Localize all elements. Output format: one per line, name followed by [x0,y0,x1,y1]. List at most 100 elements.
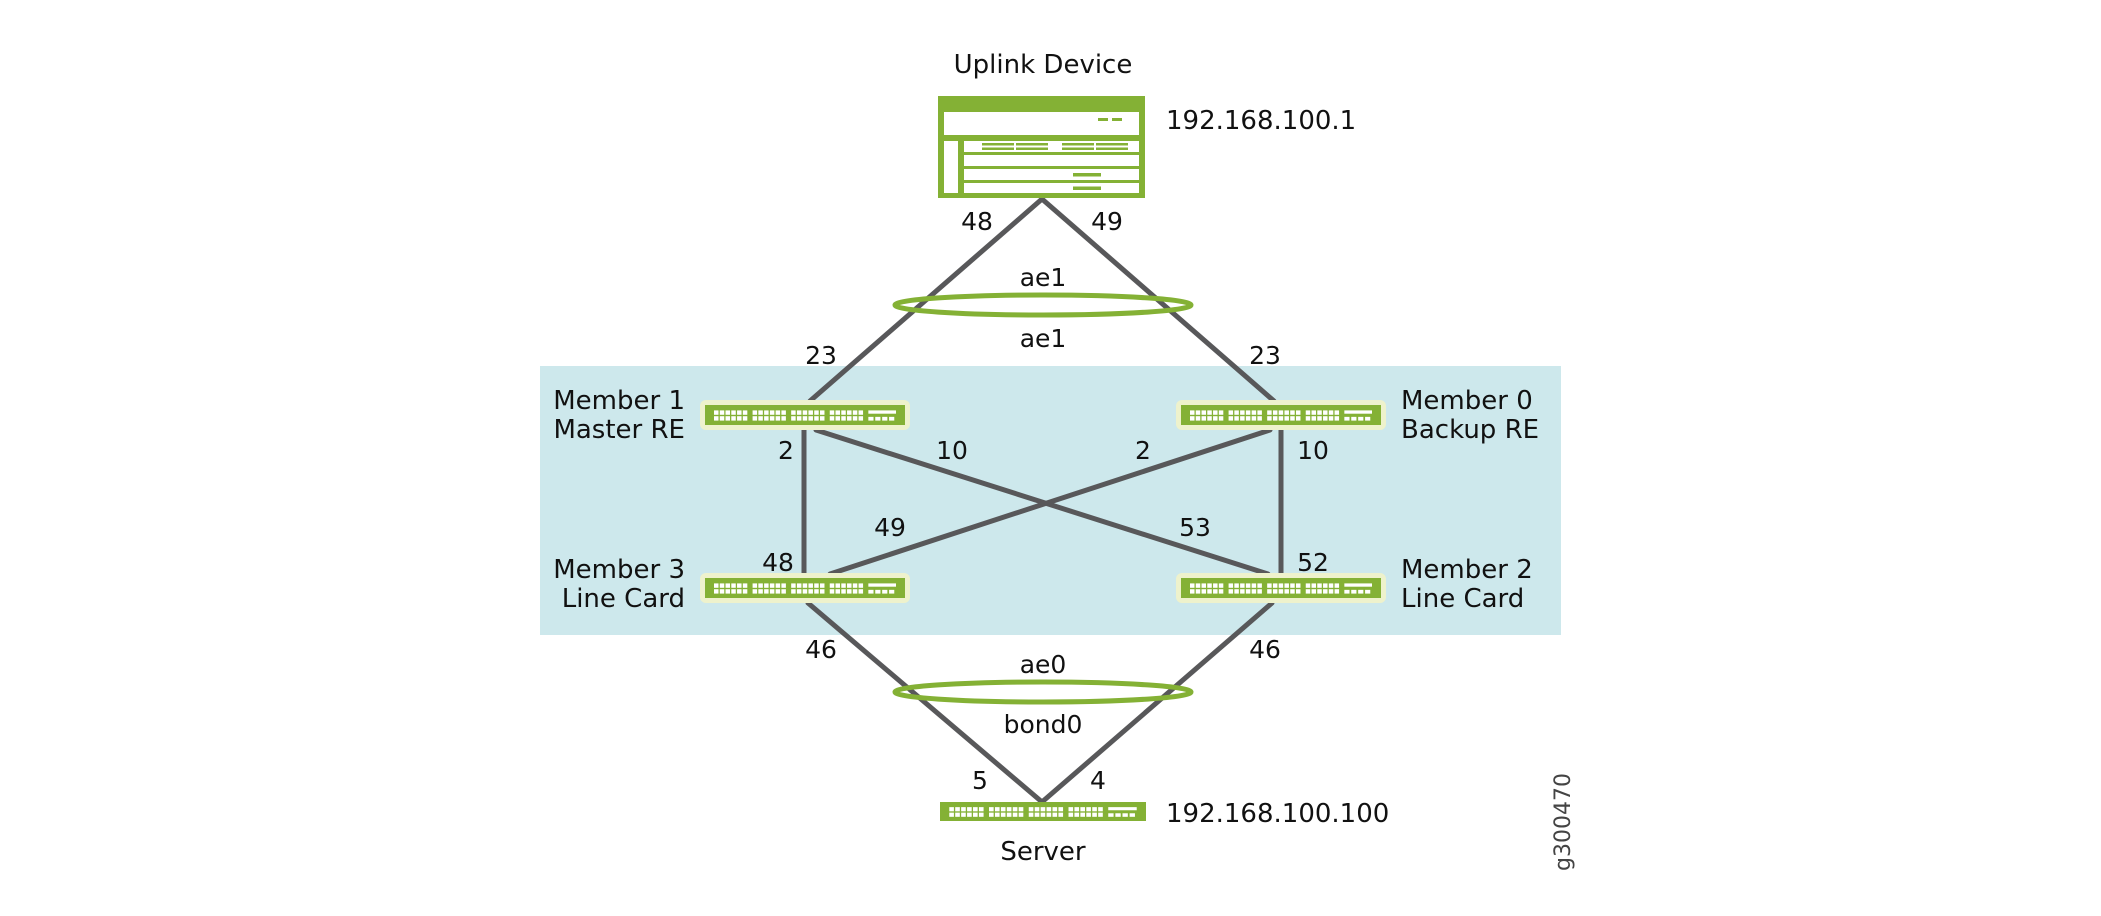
uplink-port-right: 49 [1091,207,1123,236]
member-1-switch-icon[interactable] [700,400,910,430]
port-icon [1278,589,1284,594]
m3-role: Line Card [562,584,685,614]
port-icon [814,416,819,421]
mgmt-port-icon [1365,416,1371,421]
port-icon [1305,416,1311,421]
port-icon [808,416,813,421]
port-icon [1305,410,1311,415]
mgmt-port-icon [1358,589,1364,594]
port-icon [989,812,994,817]
port-icon [752,589,758,594]
port-icon [819,410,825,415]
port-icon [1267,583,1272,588]
mgmt-port-icon [875,416,881,421]
port-icon [1046,812,1052,817]
m2-name: Member 2 [1401,555,1533,585]
port-icon [841,583,846,588]
port-icon [1040,807,1046,812]
port-icon [808,589,813,594]
mgmt-port-icon [1351,416,1357,421]
port-icon [961,807,966,812]
port-icon [967,812,972,817]
port-icon [1295,589,1301,594]
port-icon [1098,812,1103,817]
port-icon [1000,812,1006,817]
port-icon [858,589,864,594]
port-icon [775,583,781,588]
port-icon [725,410,731,415]
lag-top-label-above: ae1 [1020,263,1067,292]
server-icon[interactable] [940,802,1146,821]
m1-port-cross: 10 [936,436,968,465]
mgmt-port-icon [889,589,895,594]
port-icon [1245,583,1251,588]
port-icon [1278,416,1284,421]
port-icon [796,410,802,415]
port-icon [852,589,858,594]
port-icon [737,589,742,594]
port-icon [1234,589,1239,594]
port-icon [1267,589,1272,594]
port-icon [1201,410,1207,415]
port-icon [1190,583,1195,588]
port-icon [841,589,846,594]
lag-bottom-label-above: ae0 [1020,650,1067,679]
member-2-switch-icon[interactable] [1176,573,1386,603]
port-icon [852,410,858,415]
port-icon [1295,416,1301,421]
uplink-device-icon[interactable] [938,96,1145,198]
port-icon [1086,807,1091,812]
port-icon [1018,807,1024,812]
port-icon [1278,583,1284,588]
port-icon [752,583,758,588]
port-icon [742,583,748,588]
member-0-switch-icon[interactable] [1176,400,1386,430]
port-icon [752,416,758,421]
port-icon [978,812,984,817]
port-icon [835,583,841,588]
port-icon [1234,410,1239,415]
port-icon [847,416,852,421]
member-3-switch-icon[interactable] [700,573,910,603]
port-icon [852,583,858,588]
port-icon [1311,583,1317,588]
port-icon [731,589,736,594]
port-icon [731,410,736,415]
port-icon [819,416,825,421]
port-icon [1195,410,1201,415]
mgmt-port-icon [1351,589,1357,594]
port-icon [758,583,763,588]
port-icon [1018,812,1024,817]
port-icon [1240,583,1245,588]
port-icon [847,589,852,594]
mgmt-port-icon [1344,589,1350,594]
port-icon [1213,416,1218,421]
port-icon [1267,416,1272,421]
port-icon [1000,807,1006,812]
port-icon [742,589,748,594]
mgmt-port-icon [1358,416,1364,421]
port-icon [1228,416,1234,421]
port-icon [802,589,808,594]
port-icon [1317,583,1322,588]
server-title: Server [1000,837,1086,867]
port-icon [764,416,769,421]
port-icon [714,410,719,415]
port-icon [1272,589,1278,594]
port-icon [819,589,825,594]
port-icon [1234,416,1239,421]
port-icon [737,416,742,421]
port-icon [1218,589,1224,594]
port-icon [967,807,972,812]
port-icon [1284,589,1289,594]
port-icon [719,410,725,415]
port-icon [1257,583,1262,588]
port-icon [1295,583,1301,588]
port-icon [1251,589,1257,594]
m3-name: Member 3 [553,555,685,585]
mgmt-port-icon [889,416,895,421]
port-icon [1323,589,1328,594]
port-icon [802,410,808,415]
mgmt-port-icon [868,416,874,421]
mgmt-port-icon [868,410,896,414]
